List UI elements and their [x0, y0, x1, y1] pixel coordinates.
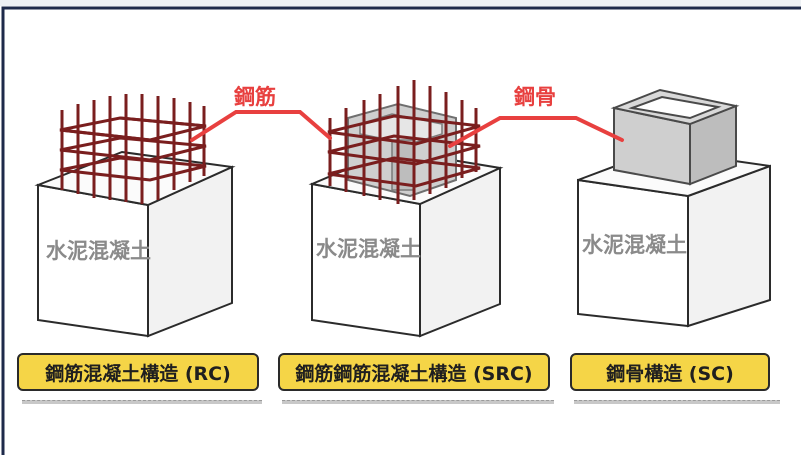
rc-block-text: 水泥混凝土 [46, 239, 151, 263]
src-label-underline [282, 400, 554, 404]
sc-steel-column [610, 88, 740, 186]
callout-lines [190, 110, 624, 148]
sc-label-underline [574, 400, 780, 404]
src-block-text: 水泥混凝土 [316, 237, 421, 261]
steel-callout-label: 鋼骨 [513, 85, 556, 109]
top-band [0, 0, 801, 6]
rc-label-underline [22, 400, 262, 404]
rc-block: 水泥混凝土 [34, 150, 236, 338]
src-rebar-cage [327, 80, 481, 204]
rebar-callout-label: 鋼筋 [233, 85, 276, 109]
rebar-callout-line [190, 110, 332, 142]
rc-rebar-cage [59, 94, 207, 204]
outer-frame [1, 6, 801, 455]
sc-block-text: 水泥混凝土 [582, 233, 687, 257]
rc-type-label: 鋼筋混凝土構造 (RC) [17, 353, 259, 391]
sc-type-label: 鋼骨構造 (SC) [570, 353, 770, 391]
src-type-label: 鋼筋鋼筋混凝土構造 (SRC) [278, 353, 550, 391]
steel-callout-line [448, 116, 624, 148]
